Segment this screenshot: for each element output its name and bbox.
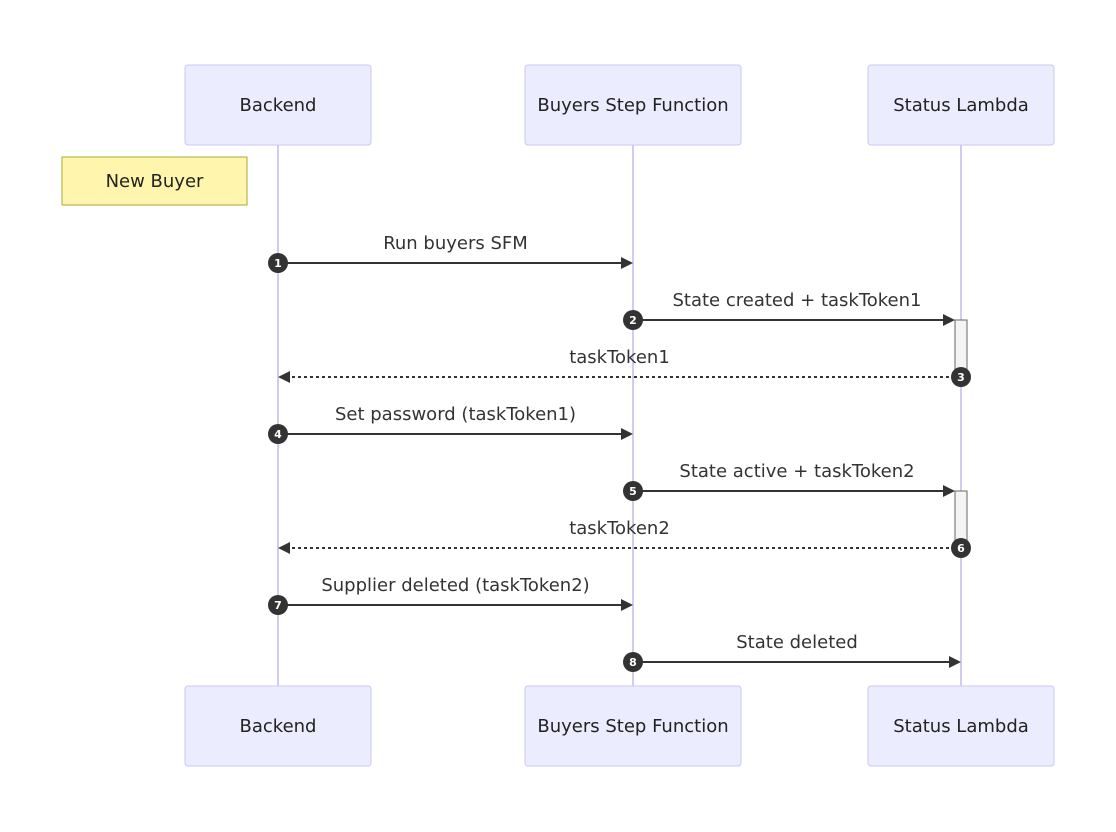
message-8: State deleted 8 xyxy=(623,632,961,672)
message-label: Set password (taskToken1) xyxy=(335,404,576,425)
participant-box xyxy=(867,64,1055,146)
participant-label: Buyers Step Function xyxy=(537,716,728,737)
sequence-number: 4 xyxy=(274,428,282,441)
participant-label: Status Lambda xyxy=(893,95,1029,116)
activations xyxy=(954,319,968,549)
sequence-number: 3 xyxy=(957,371,965,384)
sequence-number: 8 xyxy=(629,656,637,669)
message-label: State deleted xyxy=(736,632,858,653)
sequence-number: 7 xyxy=(274,599,282,612)
message-2: State created + taskToken1 2 xyxy=(623,290,955,330)
sequence-number-badge xyxy=(268,424,288,444)
participant-box xyxy=(524,685,742,767)
arrowhead xyxy=(621,257,633,269)
message-label: taskToken1 xyxy=(569,347,670,368)
participant-sfn-bottom: Buyers Step Function xyxy=(524,685,742,767)
sequence-number-badge xyxy=(951,367,971,387)
participant-label: Buyers Step Function xyxy=(537,95,728,116)
arrowhead xyxy=(949,656,961,668)
sequence-number-badge xyxy=(268,253,288,273)
note-label: New Buyer xyxy=(106,171,204,192)
participant-sfn-top: Buyers Step Function xyxy=(524,64,742,146)
message-label: Supplier deleted (taskToken2) xyxy=(321,575,589,596)
sequence-number-badge xyxy=(623,310,643,330)
participant-backend-top: Backend xyxy=(184,64,372,146)
participant-lambda-top: Status Lambda xyxy=(867,64,1055,146)
note: New Buyer xyxy=(61,156,248,206)
participant-box xyxy=(184,64,372,146)
participant-label: Backend xyxy=(240,716,317,737)
participant-box xyxy=(184,685,372,767)
sequence-number: 6 xyxy=(957,542,965,555)
participant-box xyxy=(867,685,1055,767)
message-label: Run buyers SFM xyxy=(383,233,528,254)
participant-backend-bottom: Backend xyxy=(184,685,372,767)
arrowhead xyxy=(943,314,955,326)
message-7: Supplier deleted (taskToken2) 7 xyxy=(268,575,633,615)
sequence-number: 5 xyxy=(629,485,637,498)
sequence-number-badge xyxy=(951,538,971,558)
sequence-number: 1 xyxy=(274,257,282,270)
message-label: State active + taskToken2 xyxy=(679,461,914,482)
participant-label: Backend xyxy=(240,95,317,116)
message-3: taskToken1 3 xyxy=(278,347,971,387)
participant-box xyxy=(524,64,742,146)
note-layer: New Buyer xyxy=(61,156,248,206)
note-box xyxy=(61,156,248,206)
arrowhead xyxy=(621,599,633,611)
sequence-number-badge xyxy=(623,652,643,672)
participant-lambda-bottom: Status Lambda xyxy=(867,685,1055,767)
message-1: Run buyers SFM 1 xyxy=(268,233,633,273)
message-5: State active + taskToken2 5 xyxy=(623,461,955,501)
message-label: State created + taskToken1 xyxy=(672,290,921,311)
sequence-number: 2 xyxy=(629,314,637,327)
arrowhead xyxy=(943,485,955,497)
message-4: Set password (taskToken1) 4 xyxy=(268,404,633,444)
sequence-number-badge xyxy=(623,481,643,501)
arrowhead xyxy=(621,428,633,440)
arrowhead xyxy=(278,371,290,383)
participant-label: Status Lambda xyxy=(893,716,1029,737)
arrowhead xyxy=(278,542,290,554)
sequence-number-badge xyxy=(268,595,288,615)
message-6: taskToken2 6 xyxy=(278,518,971,558)
message-label: taskToken2 xyxy=(569,518,670,539)
